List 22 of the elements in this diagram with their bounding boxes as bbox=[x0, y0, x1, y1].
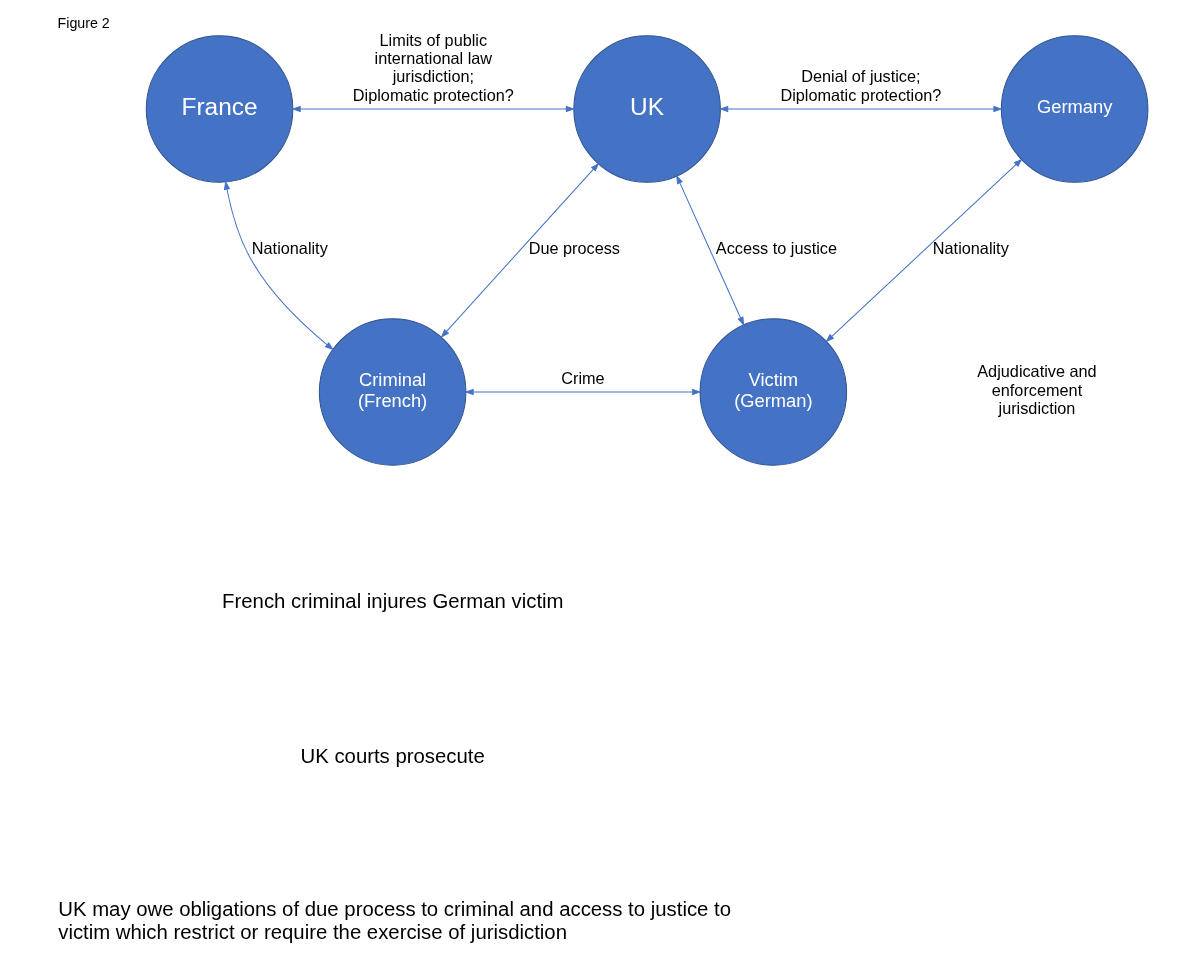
edge-label: Limits of public international law jurisdiction; Diplomatic protection? bbox=[352, 30, 514, 104]
edge-label: Crime bbox=[561, 368, 605, 387]
label: UK may owe obligations of due process to criminal and access to justice to victim which restrict or require the exercise of jurisdiction bbox=[58, 898, 732, 943]
node-circle: France bbox=[145, 35, 294, 183]
edge-label: Access to justice bbox=[715, 239, 837, 258]
arrow bbox=[223, 180, 334, 351]
edge-label: Due process bbox=[528, 239, 620, 258]
diagram-title: Figure 2 bbox=[57, 14, 110, 31]
label: Adjudicative and enforcement jurisdiction bbox=[977, 362, 1097, 418]
edge-label: Denial of justice; Diplomatic protection? bbox=[780, 67, 942, 104]
arrow bbox=[464, 388, 702, 396]
node-circle: Criminal (French) bbox=[318, 318, 467, 466]
label: UK courts prosecute bbox=[300, 745, 485, 768]
arrow bbox=[719, 105, 1003, 113]
node-circle: Germany bbox=[1000, 35, 1149, 183]
arrow bbox=[291, 105, 576, 113]
arrow bbox=[440, 162, 600, 338]
arrow bbox=[825, 158, 1023, 343]
edge-label: Nationality bbox=[932, 239, 1009, 258]
edge-label: Nationality bbox=[251, 239, 328, 258]
label: French criminal injures German victim bbox=[222, 589, 564, 612]
arrow bbox=[676, 174, 745, 327]
